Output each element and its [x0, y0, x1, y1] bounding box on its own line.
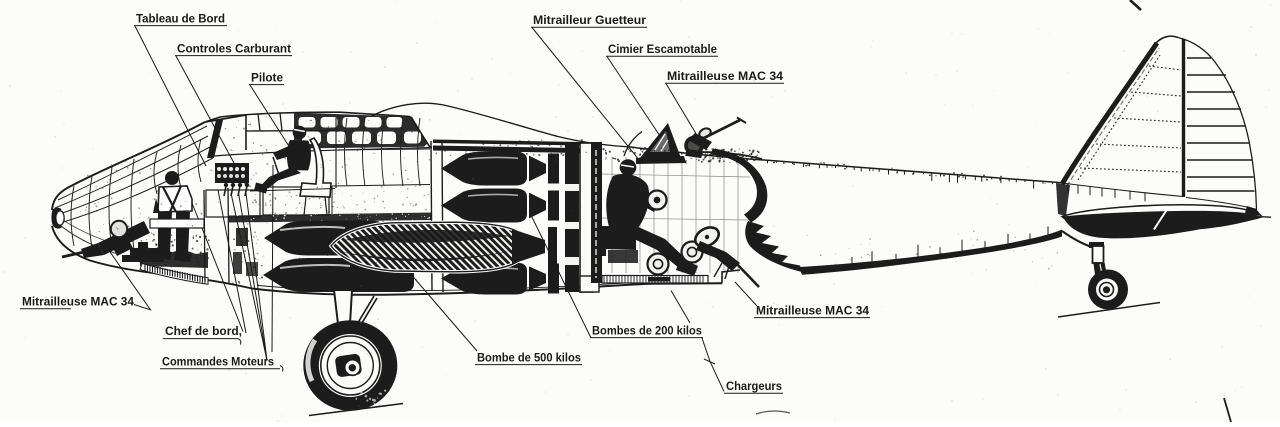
svg-text:Bombes de 200 kilos: Bombes de 200 kilos	[592, 325, 702, 338]
svg-text:Commandes Moteurs: Commandes Moteurs	[162, 356, 274, 369]
svg-text:Mitrailleuse MAC 34: Mitrailleuse MAC 34	[22, 296, 135, 309]
svg-text:Cimier Escamotable: Cimier Escamotable	[608, 43, 718, 56]
svg-text:Tableau de Bord: Tableau de Bord	[136, 13, 225, 26]
svg-text:Mitrailleur Guetteur: Mitrailleur Guetteur	[533, 14, 647, 27]
svg-text:Bombe de 500 kilos: Bombe de 500 kilos	[477, 352, 581, 365]
svg-text:Chef de bord,: Chef de bord,	[165, 325, 242, 338]
svg-text:Chargeurs: Chargeurs	[726, 380, 782, 393]
svg-text:Controles Carburant: Controles Carburant	[177, 43, 291, 56]
svg-text:Mitrailleuse MAC 34: Mitrailleuse MAC 34	[756, 305, 870, 318]
svg-text:Pilote: Pilote	[251, 72, 284, 85]
svg-text:Mitrailleuse MAC 34: Mitrailleuse MAC 34	[667, 70, 784, 83]
